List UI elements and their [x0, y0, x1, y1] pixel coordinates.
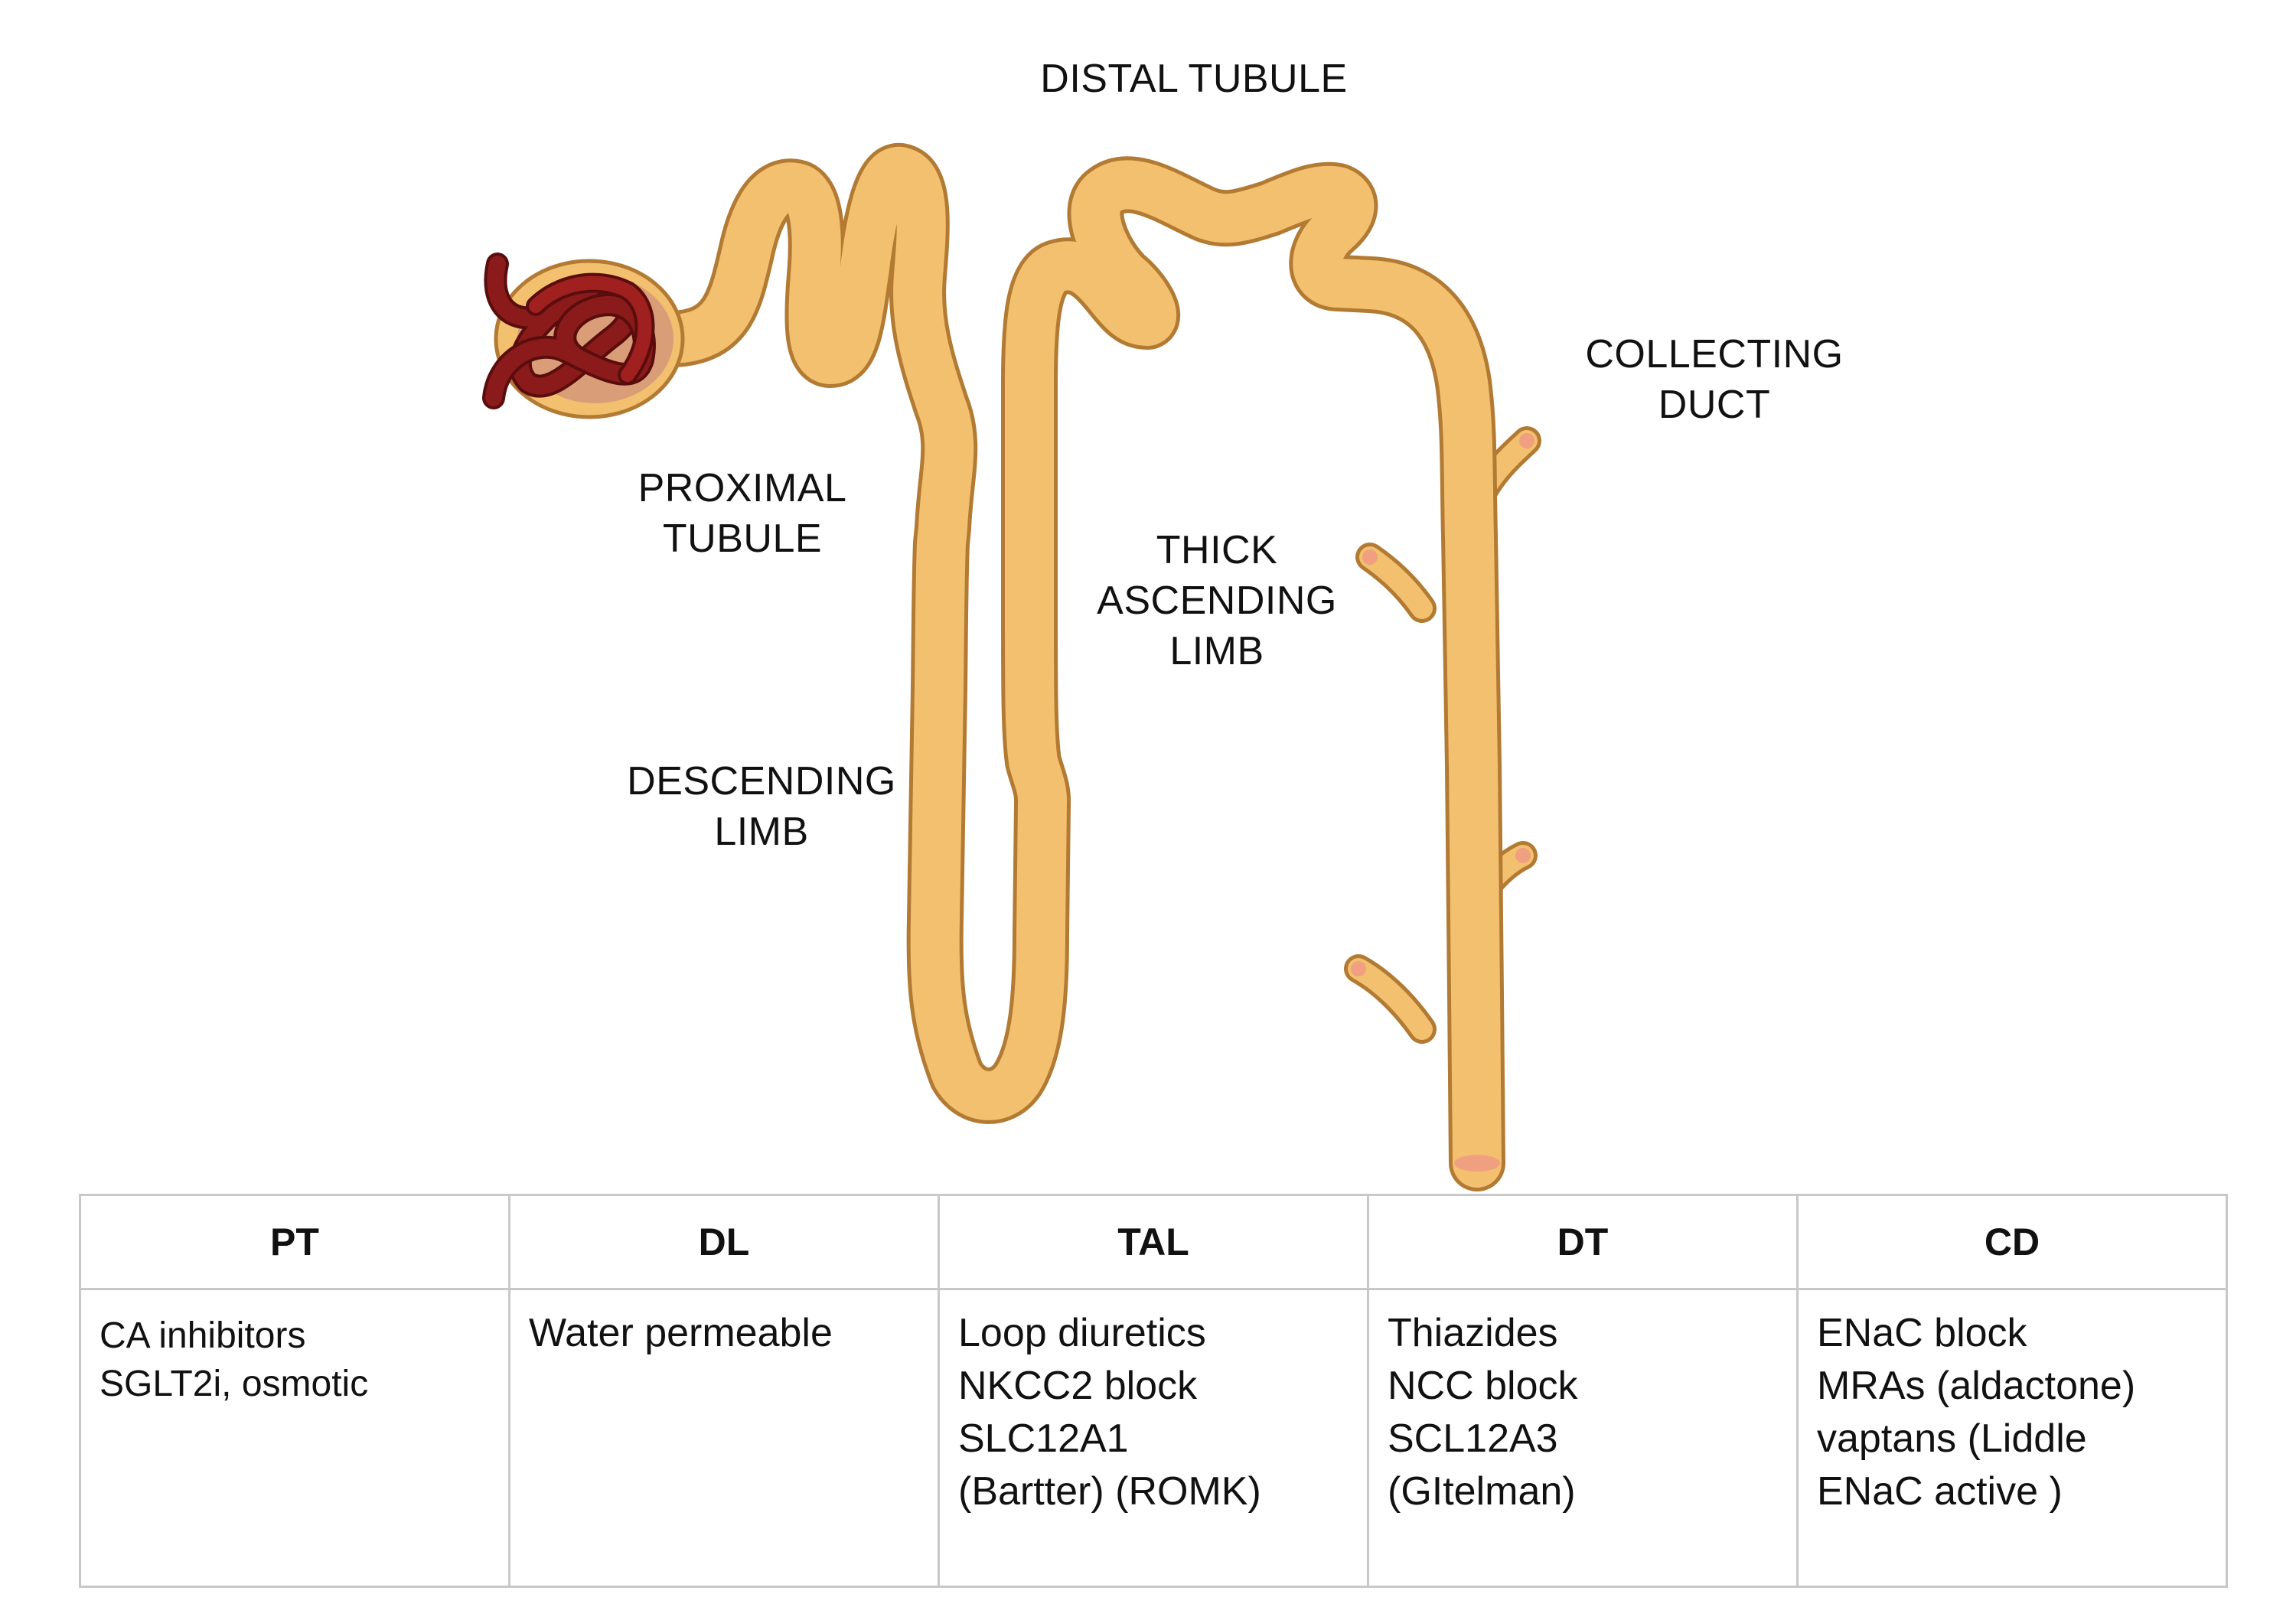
label-distal-tubule: DISTAL TUBULE — [1040, 57, 1348, 101]
glomerulus — [482, 253, 656, 409]
diuretics-table: PT DL TAL DT CD CA inhibitors SGLT2i, os… — [79, 1194, 2228, 1588]
cell-dl: Water permeable — [508, 1288, 940, 1588]
cell-tal: Loop diuretics NKCC2 block SLC12A1 (Bart… — [938, 1288, 1369, 1588]
branch-opening — [1351, 961, 1366, 976]
label-collecting-duct: COLLECTING DUCT — [1585, 332, 1844, 427]
table-header-row: PT DL TAL DT CD — [79, 1194, 2228, 1290]
table-row: CA inhibitors SGLT2i, osmotic Water perm… — [79, 1288, 2228, 1588]
tubule — [645, 143, 1505, 1191]
cell-pt: CA inhibitors SGLT2i, osmotic — [79, 1288, 510, 1588]
branch-opening — [1362, 549, 1378, 565]
label-thick-ascending-limb: THICK ASCENDING LIMB — [1097, 528, 1337, 673]
collecting-duct-opening — [1454, 1155, 1500, 1172]
tubule-fill — [649, 147, 1502, 1188]
nephron-diagram — [482, 143, 1541, 1191]
branch-fill — [1359, 546, 1433, 619]
label-descending-limb: DESCENDING LIMB — [627, 759, 896, 854]
header-pt: PT — [79, 1194, 510, 1290]
header-tal: TAL — [938, 1194, 1369, 1290]
header-dt: DT — [1367, 1194, 1799, 1290]
label-proximal-tubule: PROXIMAL TUBULE — [638, 466, 847, 561]
branch-opening — [1515, 848, 1531, 863]
cell-cd: ENaC block MRAs (aldactone) vaptans (Lid… — [1796, 1288, 2228, 1588]
branch-opening — [1519, 433, 1534, 448]
diuretics-table-container: PT DL TAL DT CD CA inhibitors SGLT2i, os… — [79, 1194, 2228, 1588]
header-cd: CD — [1796, 1194, 2228, 1290]
cell-dt: Thiazides NCC block SCL12A3 (GItelman) — [1367, 1288, 1799, 1588]
header-dl: DL — [508, 1194, 940, 1290]
